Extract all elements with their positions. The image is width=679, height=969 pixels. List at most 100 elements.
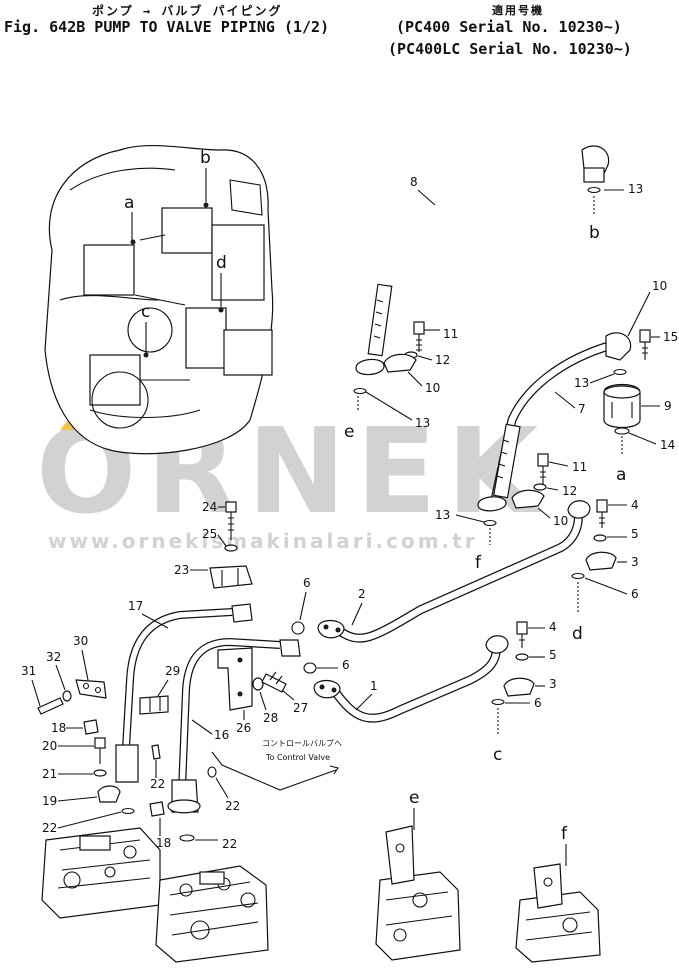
pump-assembly bbox=[44, 144, 274, 455]
control-valve-center bbox=[155, 865, 269, 963]
leader-30 bbox=[81, 649, 89, 681]
plate-30 bbox=[75, 679, 107, 699]
bracket-26 bbox=[217, 647, 253, 711]
leader-31 bbox=[31, 679, 41, 707]
letter-f-hose: f bbox=[475, 553, 482, 573]
o-ring-6-c bbox=[303, 662, 317, 674]
bolt-4-head-a bbox=[596, 499, 608, 513]
callout-13-top: 13 bbox=[628, 182, 643, 196]
plug-22-b bbox=[151, 744, 161, 760]
callout-17: 17 bbox=[128, 599, 143, 613]
leader-7 bbox=[554, 391, 576, 409]
o-ring-13-c bbox=[483, 519, 497, 527]
callout-14: 14 bbox=[660, 438, 675, 452]
o-ring-22-c bbox=[207, 766, 217, 778]
callout-13-c: 13 bbox=[435, 508, 450, 522]
washer-5-a bbox=[593, 534, 607, 542]
callout-10-b: 10 bbox=[652, 279, 667, 293]
bolt-15-head bbox=[639, 329, 651, 343]
pipe-1 bbox=[313, 635, 509, 723]
leader-22-c bbox=[215, 777, 229, 799]
letter-e-valve: e bbox=[409, 788, 419, 808]
leader-10-a bbox=[407, 371, 423, 387]
callout-11-a: 11 bbox=[443, 327, 458, 341]
callout-22-d: 22 bbox=[222, 837, 237, 851]
japanese-title: ポンプ → バルブ パイピング bbox=[92, 4, 283, 18]
letter-b-pump: b bbox=[200, 148, 211, 168]
bolt-20-head bbox=[94, 737, 106, 749]
letter-e-hose: e bbox=[344, 422, 354, 442]
leader-25 bbox=[217, 534, 227, 547]
bolt-15-shank bbox=[642, 342, 648, 360]
leader-12-a bbox=[417, 355, 433, 361]
callout-13-a: 13 bbox=[415, 416, 430, 430]
hose-8 bbox=[355, 145, 610, 376]
letter-d-pump: d bbox=[216, 253, 227, 273]
leader-13-c bbox=[455, 514, 485, 523]
leader-11-b bbox=[548, 461, 569, 467]
bolt-11-head-b bbox=[537, 453, 549, 467]
hose-7 bbox=[477, 332, 632, 512]
leader-22-a bbox=[57, 811, 122, 829]
callout-31: 31 bbox=[21, 664, 36, 678]
callout-3-a: 3 bbox=[631, 555, 639, 569]
callout-12-a: 12 bbox=[435, 353, 450, 367]
callout-22-b: 22 bbox=[150, 777, 165, 791]
leader-6-b bbox=[584, 577, 628, 595]
pipe-2 bbox=[317, 500, 591, 643]
note-to-control-valve: To Control Valve bbox=[265, 753, 330, 762]
callout-5-b: 5 bbox=[549, 648, 557, 662]
washer-12-b bbox=[533, 483, 547, 491]
o-ring-13-b bbox=[613, 368, 627, 376]
callout-21: 21 bbox=[42, 767, 57, 781]
callout-3-b: 3 bbox=[549, 677, 557, 691]
callout-4-a: 4 bbox=[631, 498, 639, 512]
callout-19: 19 bbox=[42, 794, 57, 808]
o-ring-6-b bbox=[571, 572, 585, 580]
callout-18-b: 18 bbox=[156, 836, 171, 850]
bolt-27-threads bbox=[269, 671, 283, 685]
callout-11-b: 11 bbox=[572, 460, 587, 474]
leader-12-b bbox=[546, 487, 559, 491]
control-valve-f bbox=[515, 863, 601, 963]
callout-29: 29 bbox=[165, 664, 180, 678]
japanese-applicable-models: 適用号機 bbox=[492, 4, 544, 17]
leader-29 bbox=[157, 679, 169, 697]
leader-10-c bbox=[537, 507, 551, 519]
callout-10-c: 10 bbox=[553, 514, 568, 528]
callout-23: 23 bbox=[174, 563, 189, 577]
callout-7: 7 bbox=[578, 402, 586, 416]
half-flange-10-a bbox=[383, 353, 417, 373]
callout-5-a: 5 bbox=[631, 527, 639, 541]
bolt-11-shank-b bbox=[540, 466, 546, 484]
half-flange-19 bbox=[97, 785, 121, 803]
callout-22-c: 22 bbox=[225, 799, 240, 813]
callout-27: 27 bbox=[293, 701, 308, 715]
callout-6-c: 6 bbox=[342, 658, 350, 672]
half-flange-3-b bbox=[503, 677, 535, 697]
washer-5-b bbox=[515, 653, 529, 661]
washer-25 bbox=[224, 544, 238, 552]
bolt-11-head-a bbox=[413, 321, 425, 335]
serial-range-pc400lc: (PC400LC Serial No. 10230~) bbox=[388, 40, 632, 58]
half-flange-3-a bbox=[585, 551, 617, 571]
clamp-23 bbox=[209, 565, 253, 589]
leader-6-a bbox=[299, 591, 307, 621]
control-valve-left bbox=[41, 827, 161, 919]
bolt-31 bbox=[37, 697, 64, 715]
callout-1: 1 bbox=[370, 679, 378, 693]
callout-10-a: 10 bbox=[425, 381, 440, 395]
letter-d-lower: d bbox=[572, 624, 583, 644]
clamp-29 bbox=[139, 695, 169, 715]
serial-range-pc400: (PC400 Serial No. 10230~) bbox=[396, 18, 622, 36]
callout-30: 30 bbox=[73, 634, 88, 648]
callout-12-b: 12 bbox=[562, 484, 577, 498]
filter-9 bbox=[603, 383, 641, 429]
callout-26: 26 bbox=[236, 721, 251, 735]
watermark-url: www.ornekismakinalari.com.tr bbox=[48, 529, 478, 553]
leader-19 bbox=[57, 796, 98, 802]
leader-13-b bbox=[589, 373, 615, 384]
bolt-24-shank bbox=[228, 512, 234, 540]
callout-25: 25 bbox=[202, 527, 217, 541]
